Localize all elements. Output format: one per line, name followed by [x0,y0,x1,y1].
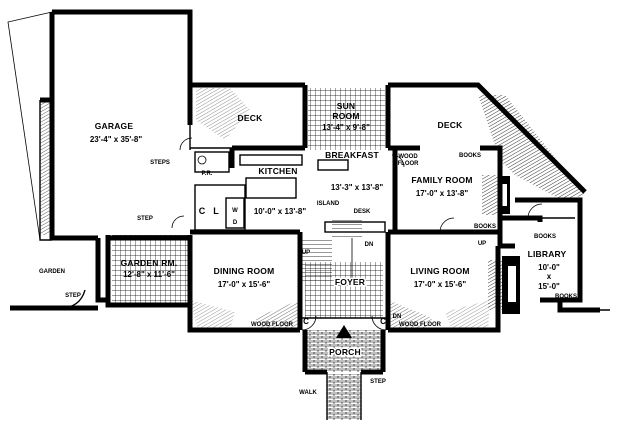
sun-room-label-2: ROOM [332,111,359,121]
kitchen-fixtures [194,151,386,284]
books-note-1: BOOKS [459,153,481,159]
dryer-note: D [233,220,238,226]
breakfast-dims: 13'-3" x 13'-8" [331,183,384,192]
porch-entry-arrow [336,325,352,338]
family-fireplace [482,175,500,215]
family-room-label: FAMILY ROOM [411,175,472,185]
living-corner-shade [388,300,432,330]
library-dims-1: 10'-0" [538,263,560,272]
dining-room-dims: 17'-0" x 15'-6" [218,280,271,289]
foyer-closet-left-note: C [303,317,309,326]
living-room-dims: 17'-0" x 15'-6" [414,280,467,289]
foyer-label: FOYER [335,277,365,287]
library-up-note: UP [478,241,486,247]
stair-up-note: UP [302,250,310,256]
stair-treads-2 [332,220,362,240]
dining-room-label: DINING ROOM [214,266,275,276]
library-label: LIBRARY [528,249,567,259]
walk-brick [327,374,361,420]
annotations: STEPS STEP STEP STEP GARDEN WALK P.R. C … [39,153,577,396]
washer-note: W [232,208,238,214]
garden-room-tile [112,235,188,303]
family-hearth-inner [502,184,507,206]
stair-dn-note: DN [365,242,374,248]
foyer-closet-right-note: C [380,317,386,326]
walk-note: WALK [299,390,317,396]
walls [7,9,610,420]
living-room-label: LIVING ROOM [410,266,469,276]
labels: GARAGE 23'-4" x 35'-8" DECK DECK SUN ROO… [90,101,567,359]
deck-left-label: DECK [238,113,264,123]
wood-floor-dining-note: WOOD FLOOR [251,322,294,328]
dining-corner-shade [255,300,300,330]
step-garage-note: STEP [137,216,153,222]
library-dims-2: 15'-0" [538,282,560,291]
library-dims-x: x [547,272,552,281]
laundry-note: L [213,206,219,216]
garden-room-label: GARDEN RM. [121,258,178,268]
garden-note: GARDEN [39,269,65,275]
doors [171,137,543,338]
step-garden-note: STEP [65,293,81,299]
pr-note: P.R. [202,171,213,177]
breakfast-label: BREAKFAST [325,150,379,160]
deck-right-hatch [478,95,585,200]
garage-shade [40,100,52,235]
sun-room-tile [308,88,385,150]
porch-label: PORCH [329,347,361,357]
books-note-2: BOOKS [474,224,496,230]
dining-left-shade [190,300,235,330]
deck-left-hatch [196,88,250,140]
library-fireplace-inner [508,266,516,302]
wood-floor-living-note: WOOD FLOOR [399,322,442,328]
kitchen-label: KITCHEN [258,166,297,176]
island-note: ISLAND [317,201,340,207]
stair-treads [300,240,332,284]
kitchen-dims: 10'-0" x 13'-8" [254,207,307,216]
living-right-shade [445,300,490,330]
garage-label: GARAGE [95,121,134,131]
closet-left-note: C [199,206,206,216]
step-porch-note: STEP [370,379,386,385]
wood-floor-note-1: WOOD [398,154,418,160]
desk-note: DESK [354,209,371,215]
books-note-3: BOOKS [534,234,556,240]
sun-room-dims: 13'-4" x 9'-8" [322,123,370,132]
sun-room-label-1: SUN [337,101,356,111]
steps-note: STEPS [150,160,170,166]
garage-dims: 23'-4" x 35'-8" [90,135,143,144]
foyer-dn-note: DN [393,314,402,320]
books-note-4: BOOKS [555,294,577,300]
garden-room-dims: 12'-8" x 11'-6" [123,270,175,279]
wood-floor-note-2: FLOOR [398,161,420,167]
deck-right-label: DECK [438,120,464,130]
family-room-dims: 17'-0" x 13'-8" [416,189,469,198]
